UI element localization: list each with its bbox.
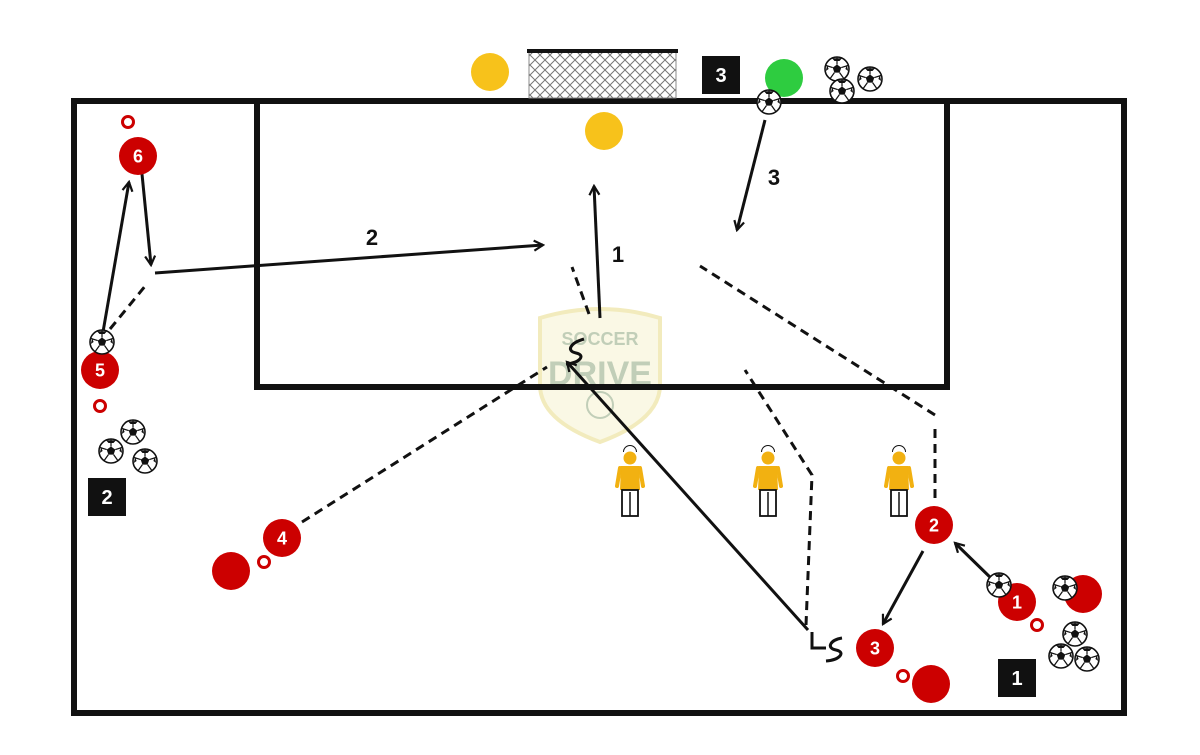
run-4 <box>301 365 548 524</box>
pass-6-back <box>140 173 151 265</box>
run-2-diagonal <box>699 264 936 417</box>
svg-text:3: 3 <box>715 65 726 87</box>
svg-text:2: 2 <box>929 516 939 536</box>
station-box-1: 1 <box>998 659 1036 697</box>
player-3: 3 <box>856 629 894 667</box>
mannequin-icon <box>615 443 645 518</box>
station-box-2: 2 <box>88 478 126 516</box>
svg-text:3: 3 <box>870 639 880 659</box>
cone-icon <box>1030 618 1044 632</box>
svg-text:5: 5 <box>95 361 105 381</box>
soccer-ball-icon <box>98 438 124 464</box>
soccer-ball-icon <box>1074 646 1100 672</box>
pass-label-3: 3 <box>768 165 780 190</box>
run-lines <box>108 264 937 626</box>
svg-text:6: 6 <box>133 147 143 167</box>
pass-5-to-6 <box>101 182 129 333</box>
soccer-ball-icon <box>756 89 782 115</box>
run-5 <box>108 284 148 330</box>
goalkeeper-marker <box>471 53 509 91</box>
dribble-start-tick <box>810 632 826 650</box>
svg-text:2: 2 <box>101 487 112 509</box>
station-box-3: 3 <box>702 56 740 94</box>
svg-text:4: 4 <box>277 529 287 549</box>
pass-line-2 <box>154 245 543 275</box>
soccer-ball-icon <box>1048 643 1074 669</box>
pass-2-to-3 <box>881 550 925 624</box>
watermark-logo: SOCCER DRIVE <box>538 307 662 445</box>
dribble-icon <box>565 337 585 366</box>
soccer-ball-icon <box>132 448 158 474</box>
server-marker <box>765 59 803 97</box>
soccer-ball-icon <box>824 56 850 82</box>
watermark-line1: SOCCER <box>561 329 638 349</box>
player-5: 5 <box>81 351 119 389</box>
cone-icon <box>896 669 910 683</box>
cones <box>93 115 1044 683</box>
pass-lines <box>101 119 997 632</box>
waiting-player <box>212 552 250 590</box>
penalty-box <box>254 98 950 390</box>
svg-text:1: 1 <box>1012 593 1022 613</box>
waiting-player <box>912 665 950 703</box>
soccer-ball-icon <box>857 66 883 92</box>
cone-icon <box>121 115 135 129</box>
soccer-ball-icon <box>1052 575 1078 601</box>
cone-icon <box>257 555 271 569</box>
soccer-ball-icon <box>986 572 1012 598</box>
cone-icon <box>93 399 107 413</box>
mannequin-icon <box>884 443 914 518</box>
pass-1-to-2 <box>955 543 997 584</box>
svg-text:1: 1 <box>1011 668 1022 690</box>
soccer-ball-icon <box>89 329 115 355</box>
goal-net-icon <box>527 49 678 99</box>
player-4: 4 <box>263 519 301 557</box>
soccer-ball-icon <box>1062 621 1088 647</box>
dribble-icon <box>825 636 843 663</box>
soccer-ball-icon <box>829 78 855 104</box>
run-3 <box>743 369 814 626</box>
goalkeeper-marker <box>585 112 623 150</box>
soccer-ball-icon <box>120 419 146 445</box>
pass-line-3 <box>737 119 767 230</box>
pass-line-1 <box>594 186 602 319</box>
pass-label-2: 2 <box>366 225 378 250</box>
player-6: 6 <box>119 137 157 175</box>
mannequin-icon <box>753 443 783 518</box>
run-centre <box>570 266 591 315</box>
pass-label-1: 1 <box>612 242 624 267</box>
player-2: 2 <box>915 506 953 544</box>
shot-3 <box>567 362 810 632</box>
